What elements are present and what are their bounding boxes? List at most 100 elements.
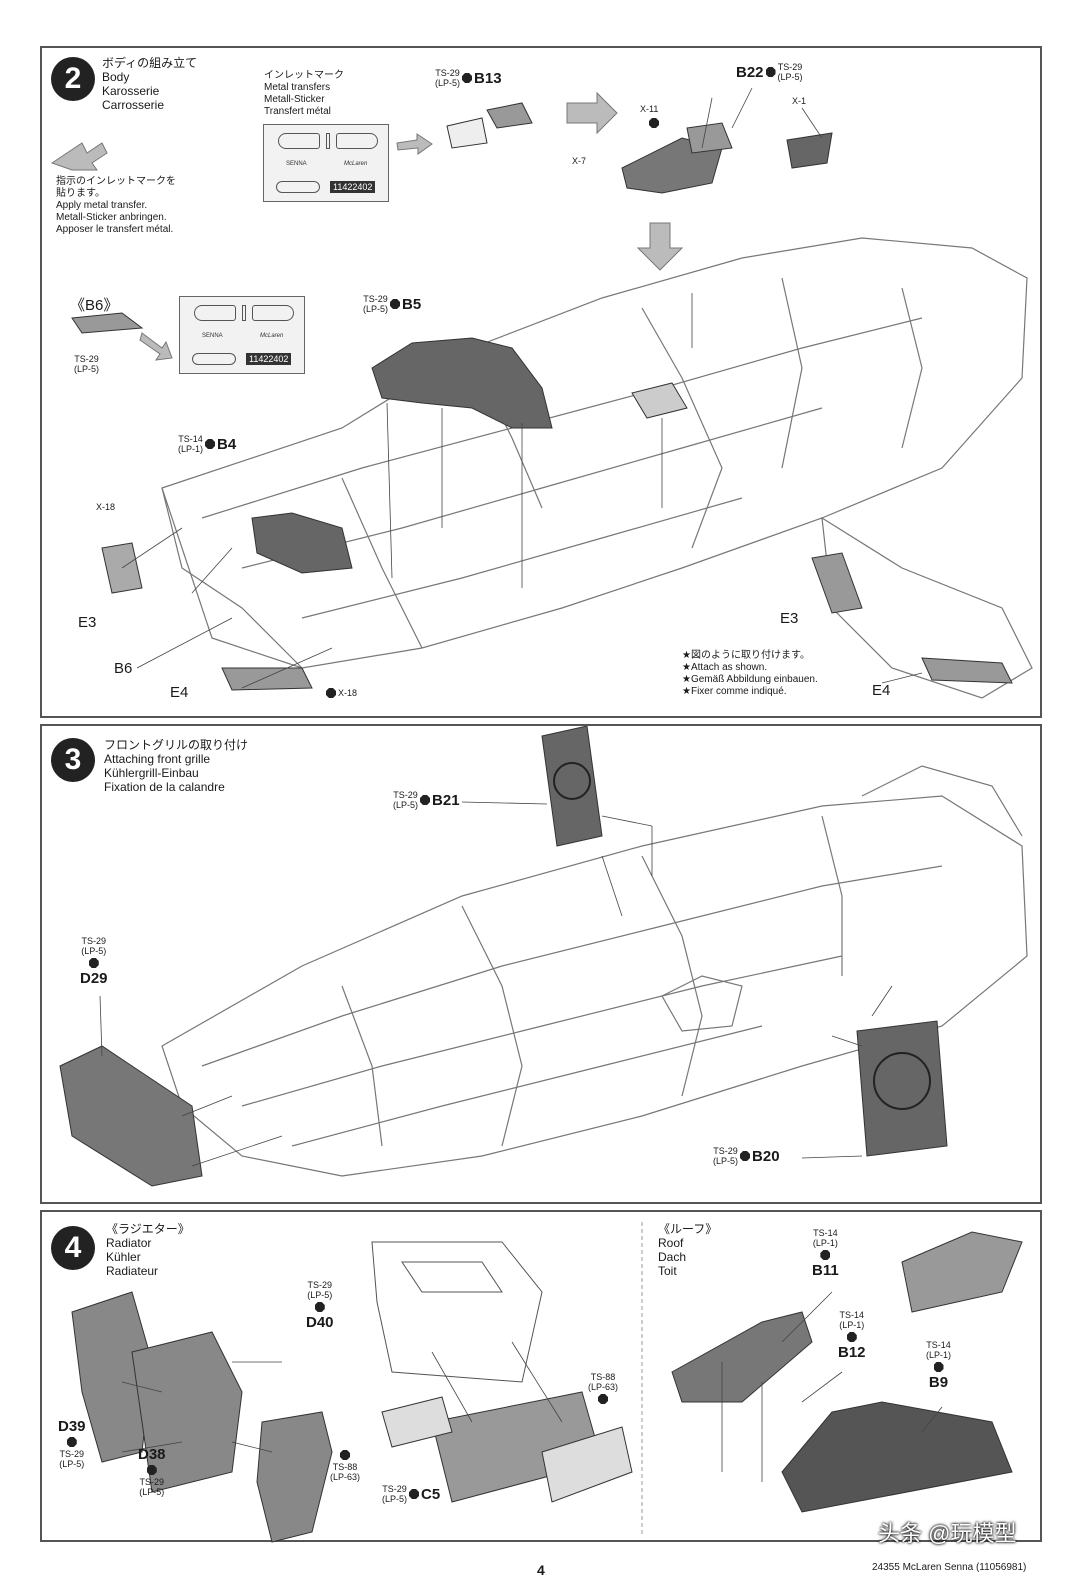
x18-bottom: X-18 <box>338 688 358 698</box>
apply-de: Metall-Sticker anbringen. <box>56 212 167 223</box>
ts: TS-29 <box>435 68 460 78</box>
paint-dot-icon <box>66 1437 77 1447</box>
ts: TS-14 <box>839 1310 865 1320</box>
part-d40: D40 <box>306 1314 334 1331</box>
d38-callout: D38 TS-29(LP-5) <box>138 1446 166 1497</box>
decal-senna: SENNA <box>202 333 223 339</box>
attach-note: ★図のように取り付けます。 ★Attach as shown. ★Gemäß A… <box>682 650 818 698</box>
part-b6: B6 <box>114 660 133 677</box>
rad-jp: 《ラジエター》 <box>106 1222 190 1236</box>
part-b13: B13 <box>474 69 502 87</box>
roof-jp: 《ルーフ》 <box>658 1222 718 1236</box>
ts: TS-29 <box>393 790 418 800</box>
part-b11: B11 <box>812 1262 839 1279</box>
b11-callout: TS-14(LP-1) B11 <box>812 1228 839 1279</box>
part-e3-left: E3 <box>78 614 97 631</box>
paint-dot-icon <box>340 1450 350 1460</box>
step-number: 4 <box>51 1226 95 1270</box>
step-number: 2 <box>51 57 95 101</box>
radiator-title: 《ラジエター》 Radiator Kühler Radiateur <box>106 1222 190 1278</box>
decal-mclaren: McLaren <box>344 161 368 167</box>
apply-en: Apply metal transfer. <box>56 200 148 211</box>
part-b21: B21 <box>432 791 460 809</box>
lp: (LP-5) <box>139 1487 165 1497</box>
paint-codes: TS-29(LP-5) <box>382 1484 407 1504</box>
lp: (LP-5) <box>363 304 389 314</box>
paint-codes: TS-14(LP-1) <box>926 1340 951 1360</box>
b13-callout: TS-29(LP-5) B13 <box>435 68 502 88</box>
lp: (LP-1) <box>812 1238 838 1248</box>
paint-dot-icon <box>205 439 216 449</box>
title-de: Kühlergrill-Einbau <box>104 766 199 780</box>
product-code: 24355 McLaren Senna (11056981) <box>872 1562 1027 1573</box>
ts: TS-29 <box>777 62 803 72</box>
part-b22: B22 <box>736 63 764 81</box>
b9-callout: TS-14(LP-1) B9 <box>926 1340 951 1391</box>
page-number: 4 <box>537 1562 545 1578</box>
lp: (LP-5) <box>307 1290 333 1300</box>
roof-title: 《ルーフ》 Roof Dach Toit <box>658 1222 717 1278</box>
paint-codes: TS-14(LP-1) <box>813 1228 838 1248</box>
title-de: Karosserie <box>102 84 160 98</box>
paint-codes: TS-29(LP-5) <box>363 294 388 314</box>
decal-shape-bottom <box>192 353 236 365</box>
b20-callout: TS-29(LP-5) B20 <box>713 1146 780 1166</box>
d39-callout: D39 TS-29(LP-5) <box>58 1418 86 1469</box>
paint-dot-icon <box>88 958 99 968</box>
decal-senna: SENNA <box>286 161 307 167</box>
ts: TS-29 <box>139 1477 165 1487</box>
part-d39: D39 <box>58 1418 86 1435</box>
part-b4: B4 <box>217 435 237 453</box>
b22-callout: B22 TS-29(LP-5) <box>736 62 803 82</box>
ts: TS-29 <box>382 1484 407 1494</box>
lp: (LP-5) <box>713 1156 739 1166</box>
metal-transfer-sheet-2: SENNA McLaren 11422402 <box>179 296 305 374</box>
paint-dot-icon <box>146 1465 157 1475</box>
part-b9: B9 <box>928 1374 949 1391</box>
d29-callout: TS-29(LP-5) D29 <box>80 936 108 987</box>
paint-codes: TS-14(LP-1) <box>178 434 203 454</box>
decal-shape-left <box>194 305 236 321</box>
decal-shape-mid <box>242 305 246 321</box>
lp: (LP-63) <box>330 1472 361 1482</box>
rad-en: Radiator <box>106 1236 152 1250</box>
decal-code: 11422402 <box>246 353 292 365</box>
paint-codes: TS-29(LP-5) <box>307 1280 332 1300</box>
paint-codes: TS-29(LP-5) <box>435 68 460 88</box>
paint-dot-icon <box>933 1362 944 1372</box>
ts: TS-88 <box>332 1462 358 1472</box>
x11-label: X-11 <box>640 104 659 114</box>
title-fr: Carrosserie <box>102 98 165 112</box>
paint-codes: TS-88(LP-63) <box>588 1372 618 1392</box>
lp: (LP-5) <box>81 946 107 956</box>
paint-dot-icon <box>326 688 336 698</box>
part-c5: C5 <box>421 1485 441 1503</box>
paint-codes: TS-29(LP-5) <box>778 62 803 82</box>
ts88-right-callout: TS-88(LP-63) <box>588 1372 618 1404</box>
decal-shape-right <box>336 133 378 149</box>
title-fr: Fixation de la calandre <box>104 780 225 794</box>
paint-dot-icon <box>420 795 431 805</box>
lp: (LP-5) <box>777 72 803 82</box>
paint-code-lp: (LP-5) <box>74 364 100 374</box>
ts: TS-14 <box>178 434 203 444</box>
lp: (LP-5) <box>393 800 419 810</box>
roof-en: Roof <box>658 1236 684 1250</box>
b5-callout: TS-29(LP-5) B5 <box>363 294 421 314</box>
paint-codes: TS-29(LP-5) <box>139 1477 164 1497</box>
title-jp: ボディの組み立て <box>102 56 198 70</box>
note-de: ★Gemäß Abbildung einbauen. <box>682 674 818 685</box>
part-d38: D38 <box>138 1446 166 1463</box>
x1-label: X-1 <box>792 96 807 106</box>
ts: TS-29 <box>81 936 107 946</box>
x11-dot-icon <box>649 118 659 128</box>
decal-shape-bottom <box>276 181 320 193</box>
lp: (LP-5) <box>59 1459 85 1469</box>
metal-fr: Transfert métal <box>264 106 331 117</box>
paint-dot-icon <box>409 1489 420 1499</box>
decal-shape-left <box>278 133 320 149</box>
ts: TS-29 <box>59 1449 85 1459</box>
lp: (LP-1) <box>926 1350 952 1360</box>
decal-code: 11422402 <box>330 181 376 193</box>
ts: TS-88 <box>590 1372 616 1382</box>
